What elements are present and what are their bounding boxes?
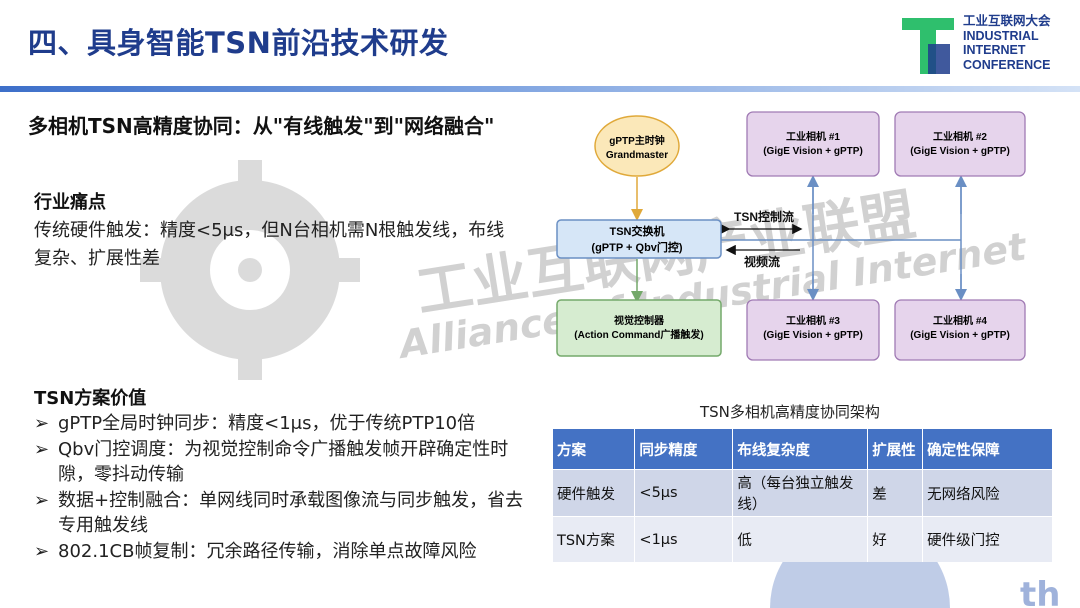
architecture-diagram: TSN控制流 视频流 gPTP主时钟 Grandmaster TSN交换机 (g… [556, 111, 1026, 361]
table-cell: <1μs [634, 516, 734, 562]
table-cell: TSN方案 [553, 516, 636, 562]
camera-node-2 [894, 111, 1026, 177]
page-title: 四、具身智能TSN前沿技术研发 [28, 26, 449, 60]
controller-label-1: 视觉控制器 [614, 314, 665, 327]
pain-heading: 行业痛点 [34, 192, 106, 213]
bullet-arrow-icon: ➢ [34, 540, 50, 562]
bullet-arrow-icon: ➢ [34, 413, 50, 434]
value-list: ➢ gPTP全局时钟同步：精度<1μs，优于传统PTP10倍 ➢ Qbv门控调度：为… [34, 411, 534, 564]
table-row: 硬件触发 <5μs 高（每台独立触发线） 差 无网络风险 [553, 469, 1053, 517]
table-cell: 无网络风险 [922, 469, 1053, 517]
table-header-row: 方案 同步精度 布线复杂度 扩展性 确定性保障 [553, 429, 1053, 470]
value-item-text: 数据+控制融合：单网线同时承载图像流与同步触发，省去专用触发线 [58, 489, 524, 537]
table-cell: 好 [867, 516, 924, 562]
logo-line-2: INTERNET [963, 43, 1026, 57]
header-divider [0, 86, 1080, 92]
table-cell: 差 [867, 469, 924, 517]
tsn-control-flow-label: TSN控制流 [734, 209, 794, 224]
value-item: ➢ 802.1CB帧复制：冗余路径传输，消除单点故障风险 [34, 539, 534, 565]
camera-4-name: 工业相机 #4 [933, 314, 987, 327]
table-cell: <5μs [634, 469, 734, 517]
table-header-cell: 同步精度 [634, 429, 734, 470]
bullet-arrow-icon: ➢ [34, 438, 50, 460]
logo-line-1: INDUSTRIAL [963, 28, 1039, 43]
camera-3-name: 工业相机 #3 [786, 314, 840, 327]
value-item: ➢ gPTP全局时钟同步：精度<1μs，优于传统PTP10倍 [34, 411, 534, 437]
value-item-text: gPTP全局时钟同步：精度<1μs，优于传统PTP10倍 [58, 413, 476, 434]
camera-4-spec: (GigE Vision + gPTP) [910, 330, 1010, 341]
camera-1-name: 工业相机 #1 [786, 130, 840, 143]
diagram-caption: TSN多相机高精度协同架构 [700, 403, 880, 421]
watermark-corner: th [1020, 575, 1060, 608]
table-cell: 硬件级门控 [922, 516, 1053, 562]
table-cell: 硬件触发 [553, 469, 636, 517]
value-heading: TSN方案价值 [34, 388, 147, 409]
camera-node-4 [894, 299, 1026, 361]
grandmaster-label-1: gPTP主时钟 [609, 134, 665, 147]
comparison-table: 方案 同步精度 布线复杂度 扩展性 确定性保障 硬件触发 <5μs 高（每台独立… [553, 429, 1053, 562]
table-header-cell: 方案 [553, 429, 636, 470]
table-cell: 高（每台独立触发线） [732, 469, 869, 517]
switch-label-1: TSN交换机 [610, 224, 665, 238]
camera-node-1 [746, 111, 880, 177]
tsn-switch-node [556, 219, 722, 259]
camera-2-spec: (GigE Vision + gPTP) [910, 146, 1010, 157]
controller-label-2: (Action Command广播触发) [574, 328, 703, 341]
conference-logo-text: 工业互联网大会 INDUSTRIAL INTERNET CONFERENCE [963, 14, 1051, 72]
table-header-cell: 确定性保障 [922, 429, 1053, 470]
grandmaster-node [594, 115, 680, 177]
conference-logo-mark [902, 18, 954, 74]
table-cell: 低 [732, 516, 869, 562]
camera-3-spec: (GigE Vision + gPTP) [763, 330, 863, 341]
table-row: TSN方案 <1μs 低 好 硬件级门控 [553, 516, 1053, 562]
pain-text: 传统硬件触发：精度<5μs，但N台相机需N根触发线，布线复杂、扩展性差 [34, 220, 505, 269]
logo-line-cn: 工业互联网大会 [963, 14, 1051, 28]
value-item: ➢ Qbv门控调度：为视觉控制命令广播触发帧开辟确定性时隙，零抖动传输 [34, 437, 534, 488]
camera-1-spec: (GigE Vision + gPTP) [763, 146, 863, 157]
bullet-arrow-icon: ➢ [34, 489, 50, 511]
table-header-cell: 扩展性 [867, 429, 924, 470]
table-header-cell: 布线复杂度 [732, 429, 869, 470]
value-item: ➢ 数据+控制融合：单网线同时承载图像流与同步触发，省去专用触发线 [34, 488, 534, 539]
vision-controller-node [556, 299, 722, 357]
grandmaster-label-2: Grandmaster [606, 150, 668, 161]
value-item-text: Qbv门控调度：为视觉控制命令广播触发帧开辟确定性时隙，零抖动传输 [58, 438, 509, 486]
logo-line-3: CONFERENCE [963, 57, 1051, 72]
switch-label-2: (gPTP + Qbv门控) [591, 240, 683, 254]
camera-2-name: 工业相机 #2 [933, 130, 987, 143]
camera-node-3 [746, 299, 880, 361]
section-subtitle: 多相机TSN高精度协同：从"有线触发"到"网络融合" [28, 114, 495, 138]
value-item-text: 802.1CB帧复制：冗余路径传输，消除单点故障风险 [58, 540, 477, 562]
video-flow-label: 视频流 [744, 254, 780, 269]
